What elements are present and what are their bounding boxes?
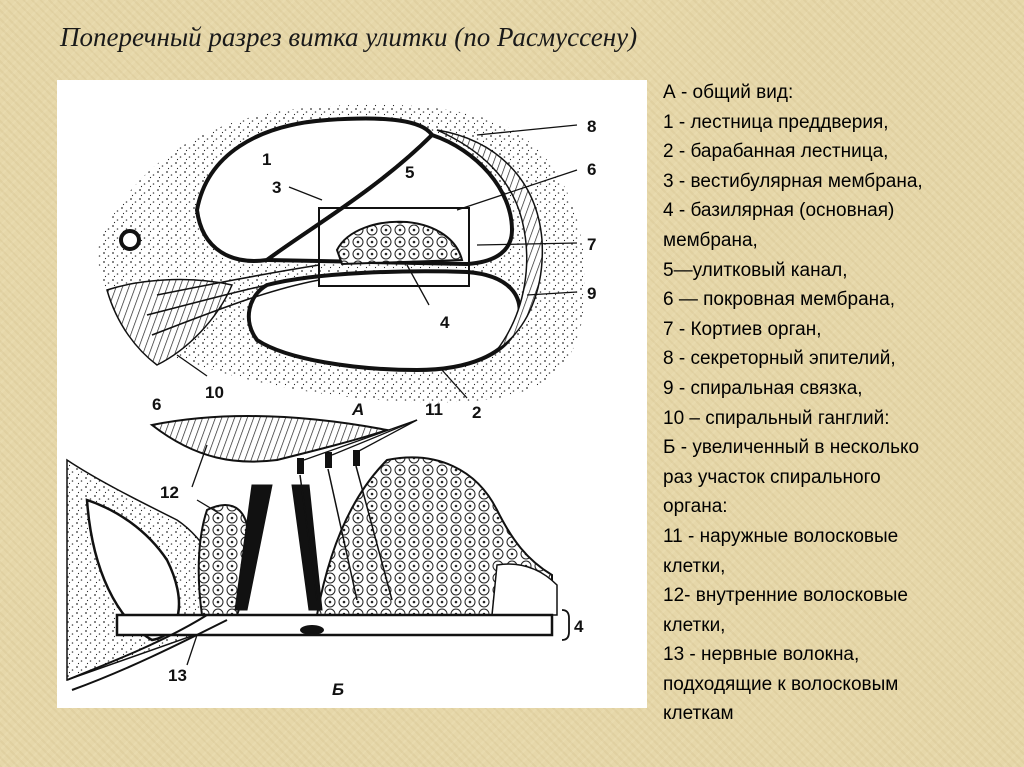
label-4: 4 [440,313,450,332]
zoom-frame [318,207,470,287]
label-b: Б [332,680,344,699]
label-6: 6 [587,160,596,179]
cochlea-figure: 1 3 5 8 6 7 9 4 2 10 А [57,80,647,708]
basilar-membrane [115,613,554,637]
label-6b: 6 [152,395,161,414]
label-1: 1 [262,150,271,169]
legend-line: 10 – спиральный ганглий: [663,407,890,429]
organ-enlarged-view: 6 11 12 13 4 Б [66,395,584,699]
label-5: 5 [405,163,414,182]
organ-of-corti [335,220,464,266]
nerve-fibers [146,264,320,336]
cochlea-general-view: 1 3 5 8 6 7 9 4 2 10 А [97,104,596,422]
leader-lines-a [176,124,578,399]
legend-line: 3 - вестибулярная мембрана, [663,170,923,192]
legend-line: 1 - лестница преддверия, [663,111,889,133]
label-11: 11 [425,400,443,419]
legend: А - общий вид: 1 - лестница преддверия, … [663,78,1008,729]
hensen-cells [491,563,558,616]
legend-line: мембрана, [663,229,758,251]
label-3: 3 [272,178,281,197]
legend-line: клетки, [663,555,726,577]
legend-line: Б - увеличенный в несколько [663,437,920,459]
label-2: 2 [472,403,481,422]
legend-line: 9 - спиральная связка, [663,377,863,399]
outer-hair-cells [297,450,360,474]
slide-title: Поперечный разрез витка улитки (по Расму… [60,22,638,52]
outer-hair-cell-bodies [299,465,393,601]
legend-line: подходящие к волосковым [663,673,899,695]
bracket-4 [561,609,570,641]
legend-line: 8 - секреторный эпителий, [663,348,896,370]
legend-line: 12- внутренние волосковые [663,585,908,607]
legend-line: 2 - барабанная лестница, [663,141,889,163]
label-10: 10 [205,383,224,402]
label-12: 12 [160,483,179,502]
vessel [300,625,324,635]
legend-line: раз участок спирального [663,466,881,488]
spiral-ligament [436,129,544,351]
cochlear-duct [261,132,515,267]
legend-line: 7 - Кортиев орган, [663,318,822,340]
outer-cells-region [315,456,553,616]
label-a: А [351,400,364,419]
label-9: 9 [587,284,596,303]
legend-line: 6 — покровная мембрана, [663,289,895,311]
tectorial-membrane [149,414,391,463]
legend-line: А - общий вид: [663,82,794,103]
vessel-ring [119,229,141,251]
pillar-cells [234,484,323,611]
nerve-fibers-b [66,614,228,691]
leader-lines-b [186,419,418,666]
legend-line: органа: [663,496,728,518]
legend-line: клетки, [663,614,726,636]
legend-line: 13 - нервные волокна, [663,644,860,666]
label-8: 8 [587,117,596,136]
legend-line: 5—улитковый канал, [663,259,848,281]
cochlea-drawing: 1 3 5 8 6 7 9 4 2 10 А [66,104,596,699]
label-7: 7 [587,235,596,254]
label-4b: 4 [574,617,584,636]
legend-line: 11 - наружные волосковые [663,525,899,547]
legend-line: клеткам [663,703,734,725]
legend-line: 4 - базилярная (основная) [663,200,895,222]
label-13: 13 [168,666,187,685]
